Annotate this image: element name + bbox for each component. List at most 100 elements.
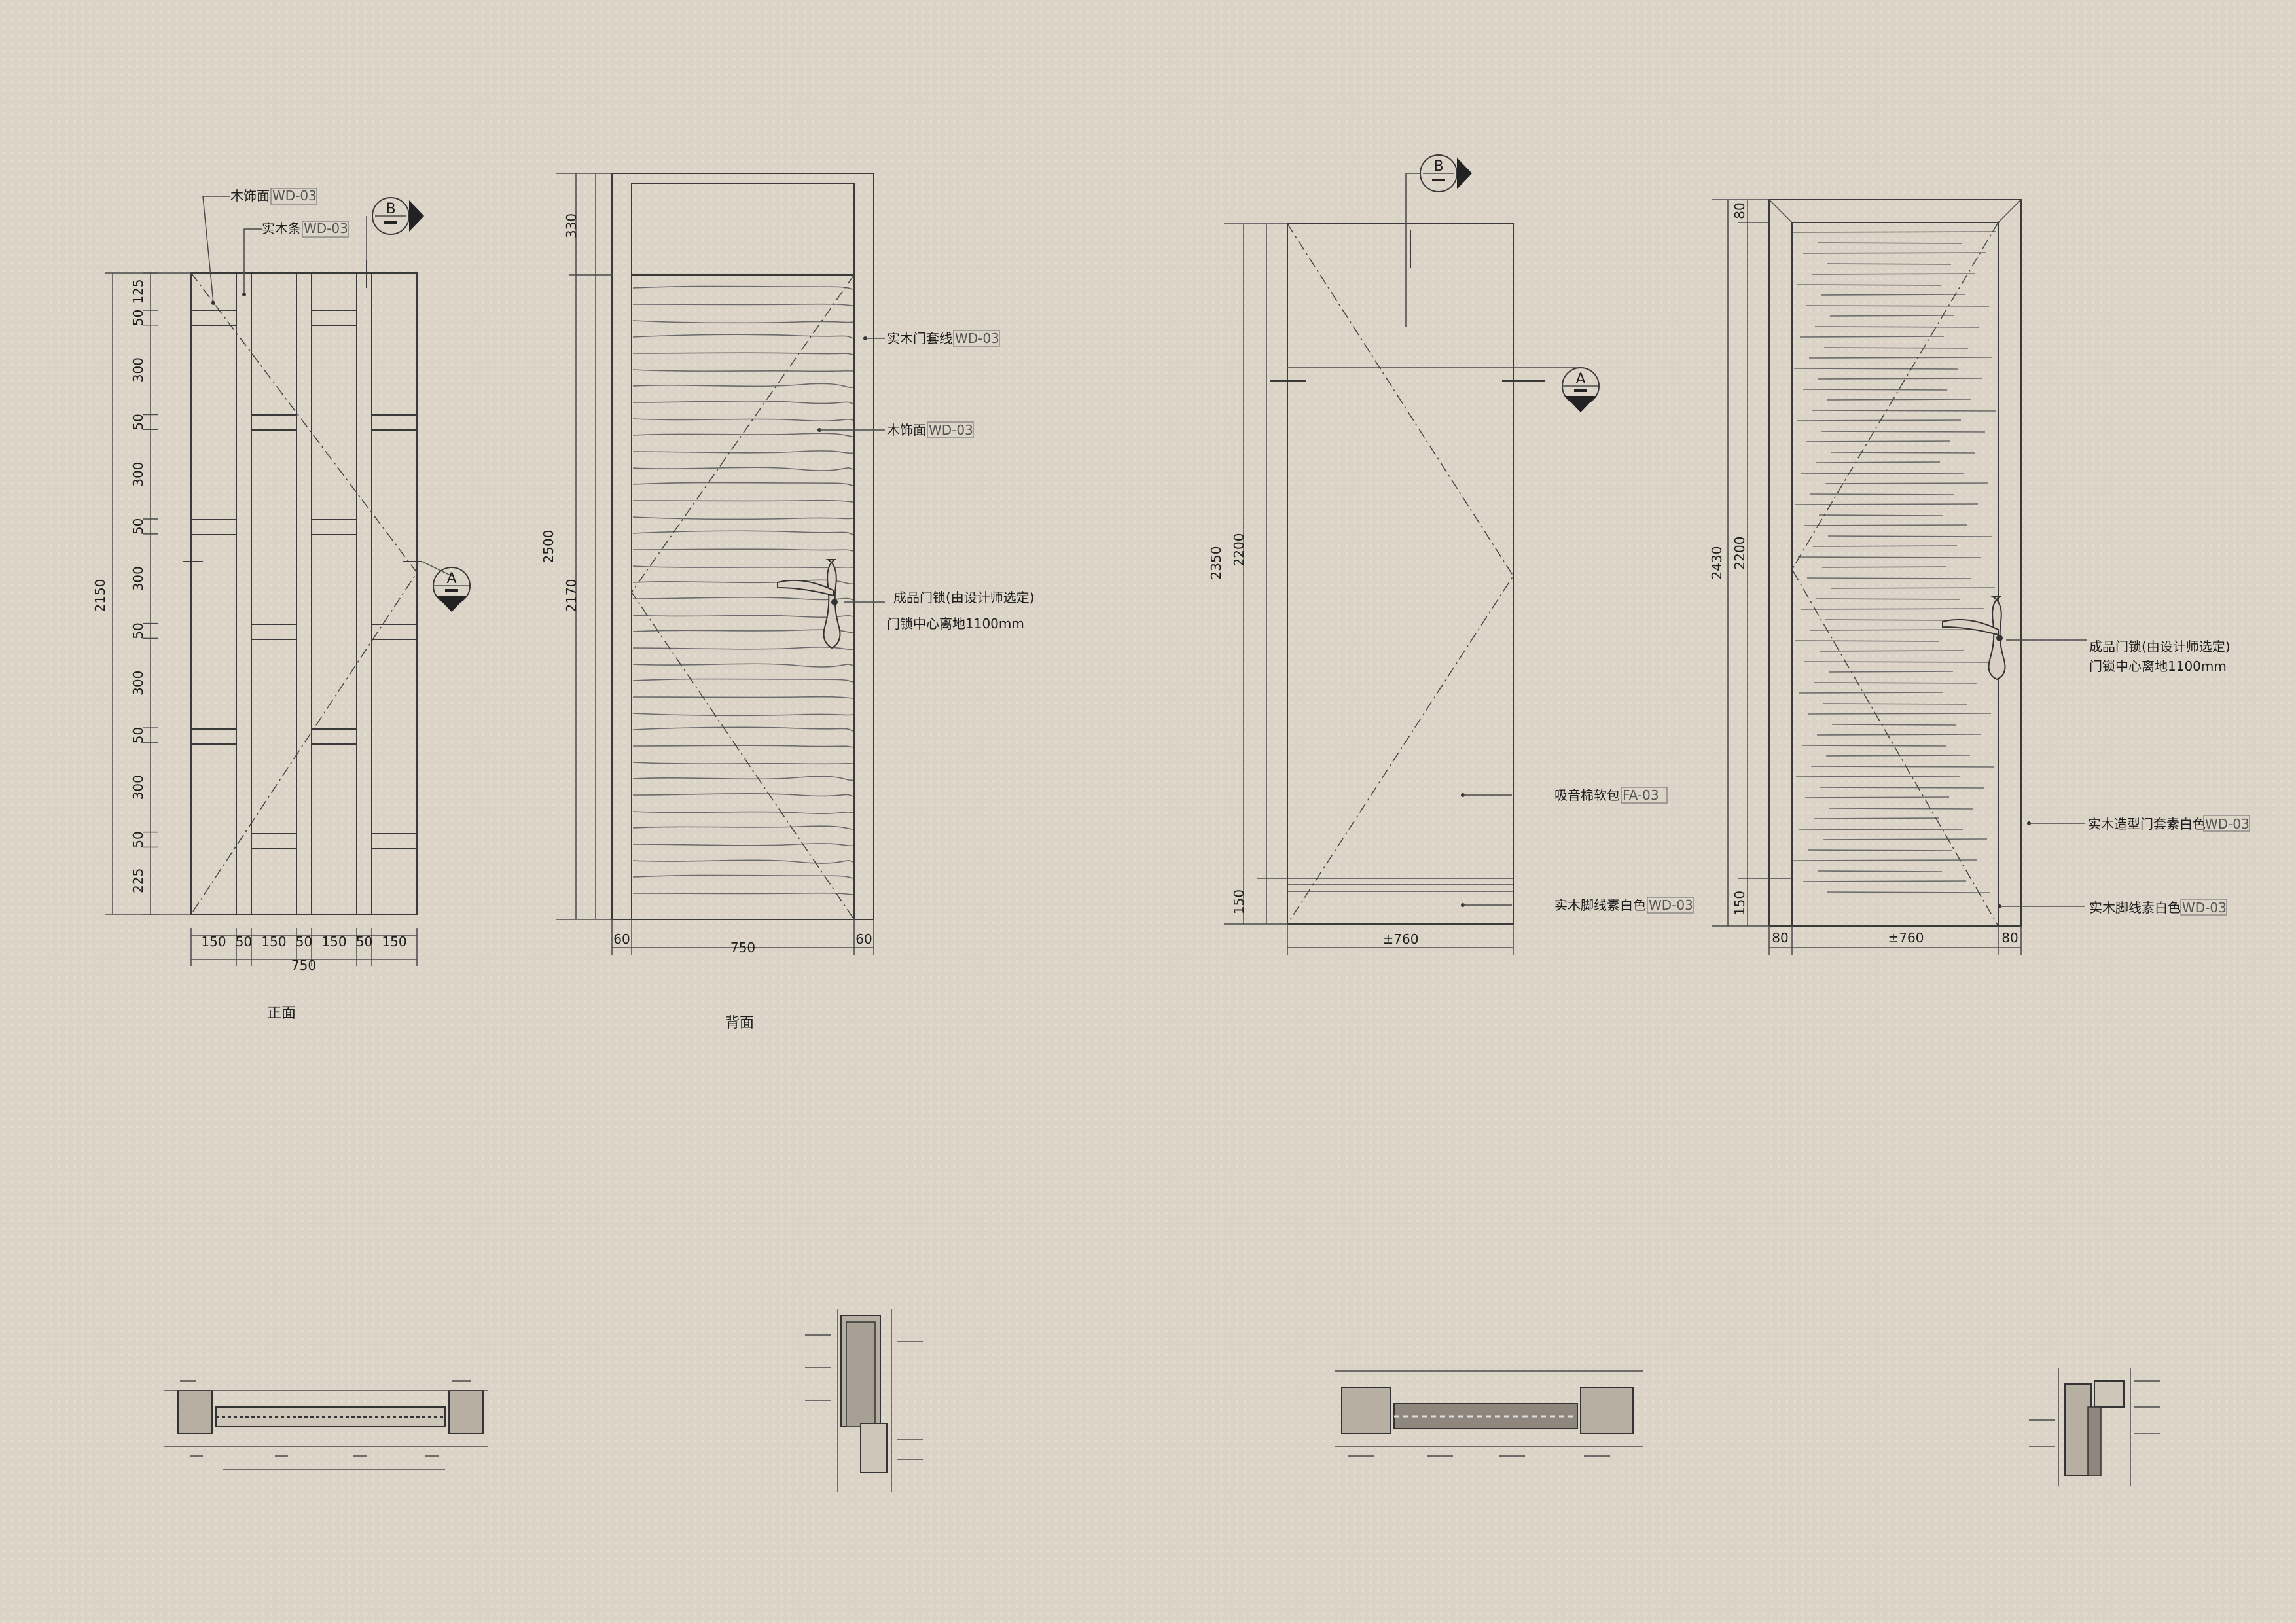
section-marker-b: B (366, 197, 424, 288)
width-dimensions: 150 50 150 50 150 50 150 750 (190, 928, 418, 973)
height-segment-label: 50 (130, 622, 146, 639)
width-segment-label: 150 (261, 934, 286, 950)
height-segment-label: 50 (130, 518, 146, 535)
width-right-label: 80 (2001, 930, 2018, 946)
tag-wd03: WD-03 (272, 188, 317, 204)
door-swing-line (1791, 222, 1999, 927)
width-dimensions: 60 750 60 (611, 919, 874, 955)
callout-wood-veneer: 木饰面 (230, 188, 270, 204)
height-main-label: 2200 (1732, 537, 1748, 570)
material-callouts: 木饰面 WD-03 实木条 WD-03 (202, 188, 349, 305)
height-segment-label: 300 (130, 566, 146, 591)
width-total-label: 750 (291, 957, 316, 973)
tag-wd03: WD-03 (1649, 897, 1693, 913)
callout-lock-spec: 成品门锁(由设计师选定) (2089, 639, 2231, 654)
height-total-label: 2350 (1208, 546, 1224, 580)
door-frame-outline (1768, 199, 2022, 927)
height-segment-label: 300 (130, 775, 146, 800)
height-base-label: 150 (1732, 891, 1748, 916)
width-segment-label: 150 (201, 934, 226, 950)
wood-grain-lines (632, 285, 853, 895)
height-total-label: 2150 (92, 579, 108, 613)
width-mid-label: 750 (730, 940, 755, 955)
tag-fa03: FA-03 (1623, 787, 1659, 803)
tag-wd03: WD-03 (2182, 900, 2227, 916)
height-total-label: 2430 (1709, 546, 1725, 580)
height-bottom-label: 2170 (564, 579, 579, 613)
callout-door-casing: 实木造型门套素白色 (2088, 816, 2206, 832)
callout-solid-wood-strip: 实木条 (262, 221, 301, 236)
width-left-label: 80 (1772, 930, 1788, 946)
wood-grain-lines (1793, 231, 1997, 893)
door-swing-line (631, 274, 855, 920)
height-base-label: 150 (1231, 889, 1247, 914)
front-view-caption: 正面 (267, 1005, 296, 1022)
height-dimensions: 2500 330 2170 (541, 173, 612, 920)
height-dimensions: 2430 80 2200 150 (1709, 199, 1792, 927)
height-segment-label: 300 (130, 462, 146, 487)
height-segment-label: 50 (130, 310, 146, 326)
width-dimensions: ±760 (1287, 924, 1514, 955)
width-mid-label: ±760 (1888, 930, 1924, 946)
door-swing-line (190, 272, 418, 915)
width-segment-label: 50 (356, 934, 372, 950)
height-dimensions: 2150 125 50 300 50 300 50 300 50 300 50 300 50 225 (92, 272, 191, 915)
material-callouts: 成品门锁(由设计师选定) 门锁中心离地1100mm 实木造型门套素白色 WD-0… (1998, 639, 2250, 916)
door-leaf-outline (190, 272, 418, 915)
tag-wd03: WD-03 (2205, 816, 2250, 832)
callout-skirting: 实木脚线素白色 (1554, 897, 1646, 913)
height-segment-label: 125 (130, 279, 146, 304)
height-top-label: 330 (564, 213, 579, 238)
width-dimensions: 80 ±760 80 (1768, 926, 2022, 955)
marker-letter: B (1433, 158, 1443, 175)
height-segment-label: 50 (130, 727, 146, 743)
tag-wd03: WD-03 (304, 221, 348, 236)
marker-letter: A (1575, 371, 1585, 387)
section-marker-a: A (183, 561, 471, 612)
callout-skirting: 实木脚线素白色 (2089, 900, 2181, 916)
callout-lock-height: 门锁中心离地1100mm (887, 616, 1024, 632)
width-right-label: 60 (855, 931, 872, 947)
height-segment-label: 225 (130, 868, 146, 893)
back-elevation: 2500 330 2170 60 750 60 实木门套线 WD-03 木饰面 … (541, 173, 1035, 1031)
width-segment-label: 50 (296, 934, 312, 950)
marker-letter: A (446, 571, 456, 587)
height-dimensions: 2350 2200 150 (1208, 223, 1287, 925)
width-segment-label: 150 (321, 934, 346, 950)
height-segment-label: 50 (130, 831, 146, 847)
plan-section-detail-2 (1335, 1370, 1643, 1457)
height-segment-label: 50 (130, 414, 146, 430)
tag-wd03: WD-03 (955, 330, 999, 346)
marker-letter: B (386, 201, 395, 217)
vertical-section-detail-1 (805, 1309, 923, 1492)
door-leaf-outline (1287, 223, 1514, 925)
vertical-section-detail-2 (2029, 1368, 2160, 1486)
vertical-wood-strips (236, 273, 372, 914)
width-left-label: 60 (613, 931, 630, 947)
framed-door-elevation: 2430 80 2200 150 80 ±760 80 成品门锁(由设计师选定)… (1709, 199, 2250, 955)
door-leaf-outline (1791, 222, 1999, 927)
callout-wood-veneer: 木饰面 (887, 422, 926, 438)
width-segment-label: 50 (236, 934, 252, 950)
soft-panel-elevation: B A 2350 2200 150 ±760 (1208, 154, 1694, 955)
width-total-label: ±760 (1383, 931, 1419, 947)
door-frame-outline (611, 173, 874, 920)
height-segment-label: 300 (130, 671, 146, 696)
back-view-caption: 背面 (725, 1015, 754, 1031)
callout-lock-spec: 成品门锁(由设计师选定) (893, 590, 1035, 605)
height-segment-label: 300 (130, 357, 146, 382)
section-marker-a: A (1270, 367, 1600, 412)
height-main-label: 2200 (1231, 533, 1247, 567)
tag-wd03: WD-03 (929, 422, 973, 438)
callout-door-casing: 实木门套线 (887, 330, 952, 346)
callout-acoustic-panel: 吸音棉软包 (1554, 787, 1620, 803)
callout-lock-height: 门锁中心离地1100mm (2089, 658, 2227, 674)
door-leaf-outline (631, 183, 855, 920)
material-callouts: 实木门套线 WD-03 木饰面 WD-03 成品门锁(由设计师选定) 门锁中心离… (817, 330, 1035, 632)
height-total-label: 2500 (541, 530, 556, 563)
width-segment-label: 150 (382, 934, 406, 950)
height-top-label: 80 (1732, 202, 1748, 219)
lever-handle-icon (1942, 596, 2006, 681)
lever-handle-icon (777, 559, 841, 649)
